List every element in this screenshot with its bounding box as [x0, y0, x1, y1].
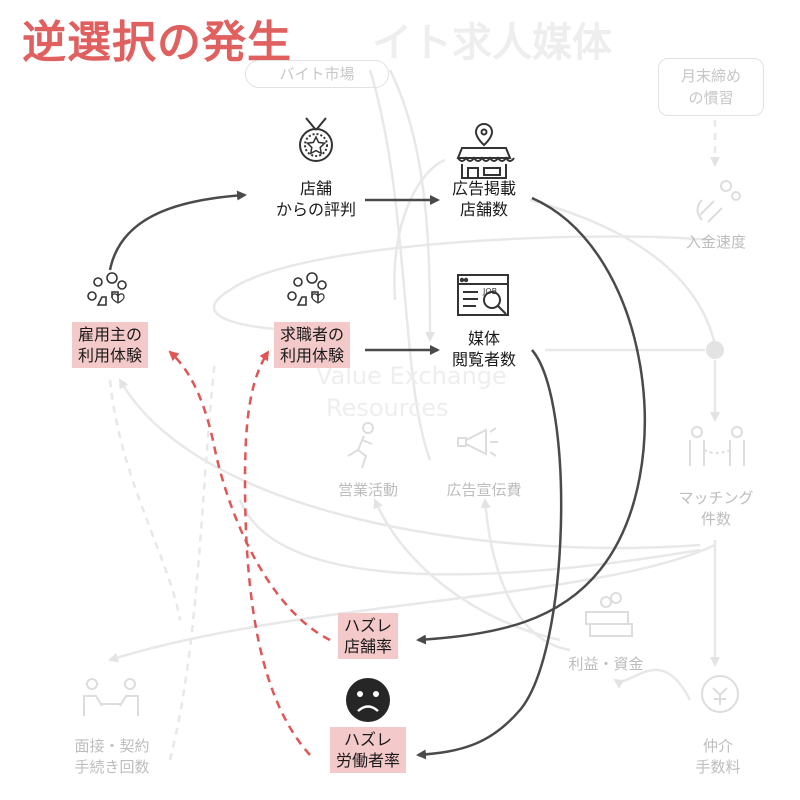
job-listing-icon: JOB: [457, 274, 509, 316]
node-line1: ハズレ: [343, 616, 393, 635]
faint-node-deposit-speed: 入金速度: [685, 233, 747, 251]
node-line2: 手続き回数: [74, 758, 150, 776]
node-line2: 閲覧者数: [451, 350, 517, 369]
faint-node-profit: 利益・資金: [568, 655, 644, 673]
node-jobseeker-experience: 求職者の 利用体験: [273, 322, 351, 368]
custom-box: 月末締め の慣習: [658, 58, 764, 116]
storefront-icon: [456, 122, 515, 179]
reactions-icon: [87, 272, 127, 306]
ghost-heading: イト求人媒体: [372, 20, 612, 66]
reactions-icon: [287, 272, 327, 306]
interview-icon: [83, 678, 139, 716]
dark-links: [108, 190, 646, 760]
megaphone-icon: [457, 427, 498, 457]
node-store-reputation: 店舗 からの評判: [276, 178, 356, 220]
node-line2: からの評判: [275, 200, 357, 219]
market-pill: バイト市場: [245, 60, 389, 88]
node-line1: 面接・契約: [74, 737, 150, 755]
watermark-line2: Resources: [326, 394, 449, 422]
node-line2: 店舗率: [343, 637, 393, 656]
money-stack-icon: [585, 592, 633, 637]
faint-junction-dot: [706, 341, 724, 359]
handshake-people-icon: [689, 426, 745, 466]
node-bad-store-rate: ハズレ 店舗率: [337, 613, 399, 659]
faint-node-fee: 仲介 手数料: [695, 736, 740, 778]
magnet-coins-icon: [696, 180, 741, 223]
node-line2: 手数料: [695, 758, 741, 776]
custom-box-line2: の慣習: [688, 89, 734, 107]
node-line2: 利用体験: [279, 346, 345, 365]
medal-icon: [299, 117, 333, 162]
node-ad-store-count: 広告掲載 店舗数: [452, 178, 516, 220]
faint-links: [108, 69, 720, 761]
node-employer-experience: 雇用主の 利用体験: [71, 322, 149, 368]
node-line2: 労働者率: [335, 751, 401, 770]
faint-node-matching: マッチング 件数: [678, 488, 753, 530]
faint-node-advertising-cost: 広告宣伝費: [446, 481, 522, 499]
faint-node-sales-activity: 営業活動: [337, 481, 399, 499]
node-line1: マッチング: [678, 489, 754, 507]
node-line1: ハズレ: [343, 730, 393, 749]
svg-text:JOB: JOB: [482, 287, 497, 296]
node-line1: 仲介: [702, 737, 734, 755]
red-dashed-links: [168, 350, 331, 756]
node-line1: 広告掲載: [451, 179, 517, 198]
faint-node-interview: 面接・契約 手続き回数: [74, 736, 149, 778]
page-title: 逆選択の発生: [22, 17, 292, 68]
running-person-icon: [347, 422, 374, 469]
sad-face-icon: [346, 678, 390, 722]
node-bad-worker-rate: ハズレ 労働者率: [329, 727, 407, 773]
node-media-viewers: 媒体 閲覧者数: [452, 328, 516, 370]
node-line2: 店舗数: [459, 200, 509, 219]
yen-coin-icon: [701, 675, 739, 713]
node-line1: 雇用主の: [77, 325, 143, 344]
node-line2: 件数: [700, 510, 732, 528]
node-line1: 媒体: [467, 329, 501, 348]
node-line2: 利用体験: [77, 346, 143, 365]
node-line1: 店舗: [299, 179, 333, 198]
node-line1: 求職者の: [279, 325, 345, 344]
custom-box-line1: 月末締め: [680, 67, 741, 85]
